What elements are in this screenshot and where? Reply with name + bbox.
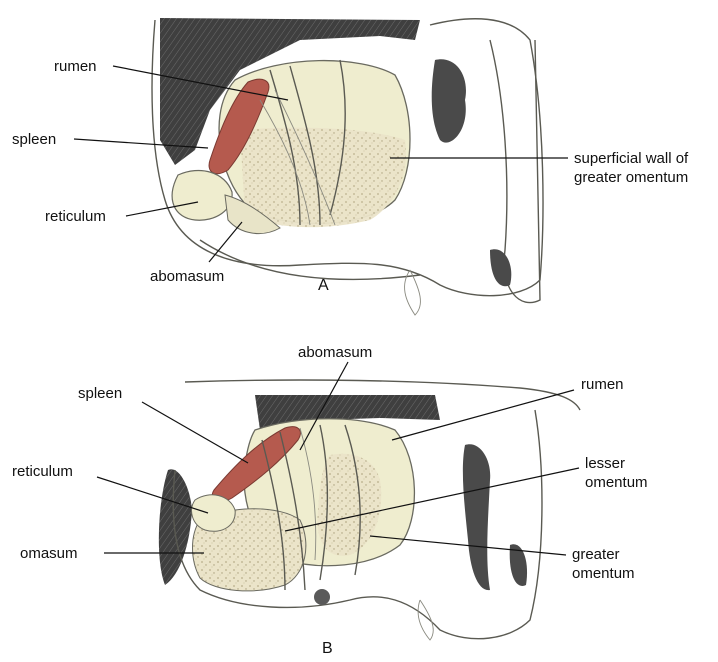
panel-a-letter: A	[318, 277, 329, 294]
panel-b-label-rumen: rumen	[581, 376, 624, 393]
panel-a-label-omentum-line1: superficial wall of	[574, 150, 689, 167]
panel-b-node	[314, 589, 330, 605]
panel-b-label-greater-line2: omentum	[572, 565, 635, 582]
panel-b-hip-shading	[463, 444, 490, 590]
panel-b-label-omasum: omasum	[20, 545, 78, 562]
panel-b-left-shading	[159, 469, 192, 585]
panel-b-letter: B	[322, 640, 333, 657]
panel-b-label-reticulum: reticulum	[12, 463, 73, 480]
panel-b-label-lesser-line1: lesser	[585, 455, 625, 472]
panel-a-label-omentum-line2: greater omentum	[574, 169, 688, 186]
panel-b-label-greater-line1: greater	[572, 546, 620, 563]
panel-a-label-rumen: rumen	[54, 58, 97, 75]
panel-a-hip-shading	[432, 59, 466, 142]
panel-a-reticulum	[172, 170, 232, 220]
panel-b-label-spleen: spleen	[78, 385, 122, 402]
panel-b-udder	[418, 600, 433, 640]
panel-b-illustration	[159, 380, 580, 640]
panel-a-label-spleen: spleen	[12, 131, 56, 148]
panel-b-reticulum	[192, 495, 236, 532]
panel-a-belly-line	[200, 240, 420, 279]
panel-a-label-reticulum: reticulum	[45, 208, 106, 225]
panel-b-leader-spleen	[142, 402, 248, 463]
panel-a-omentum	[240, 128, 406, 227]
panel-a-label-abomasum: abomasum	[150, 268, 224, 285]
panel-b-leader-reticulum	[97, 477, 208, 513]
panel-b-label-lesser-line2: omentum	[585, 474, 648, 491]
panel-a-leader-abomasum	[209, 222, 242, 262]
panel-a-stifle-shading	[490, 249, 511, 286]
panel-a-udder	[405, 270, 421, 315]
panel-b-label-abomasum: abomasum	[298, 344, 372, 361]
